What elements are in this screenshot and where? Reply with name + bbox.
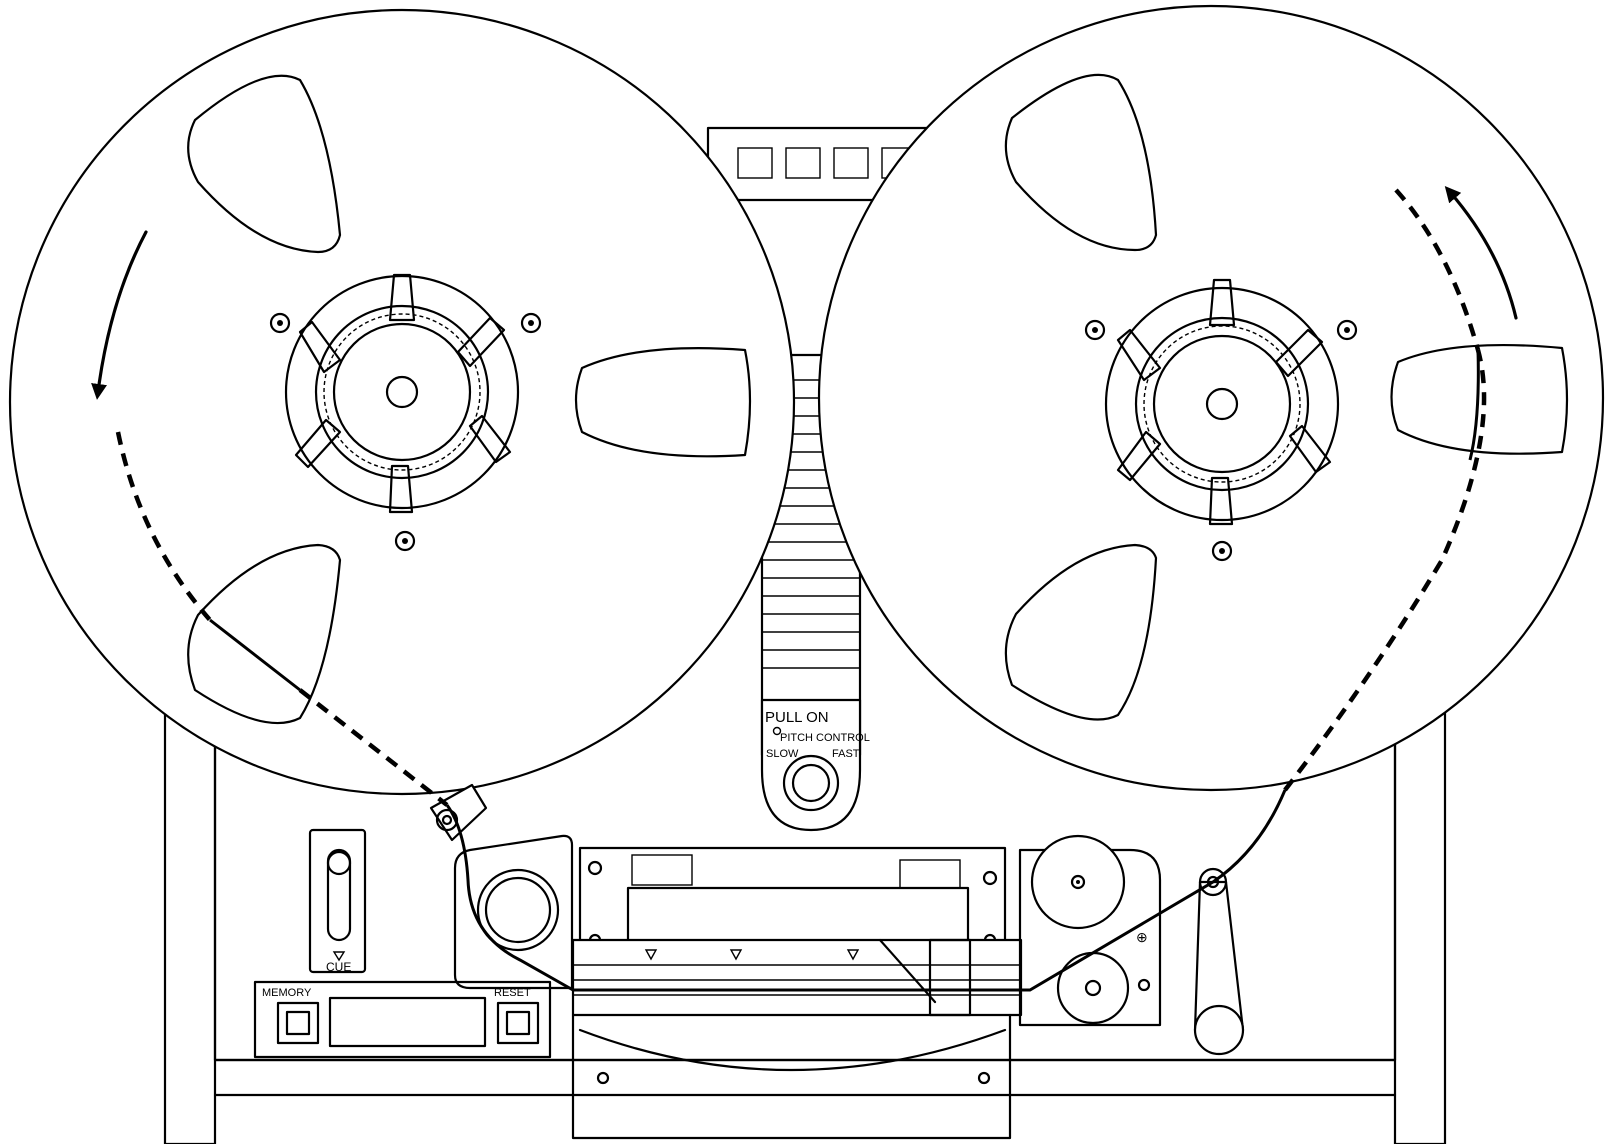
counter-display	[328, 996, 487, 1048]
takeup-reel-window-top	[1004, 73, 1158, 252]
deck-body	[163, 126, 1447, 1144]
pull-on-indicator	[772, 726, 782, 736]
takeup-tape-lead	[1212, 789, 1287, 884]
supply-tape-to-head	[445, 804, 574, 992]
takeup-reel-window-right	[1390, 343, 1569, 455]
takeup-reel-window-bottom	[1004, 543, 1158, 721]
counterclockwise-arrow-icon	[91, 230, 148, 400]
pitch-control-label: PITCH CONTROL	[780, 732, 870, 744]
supply-tape-solid	[209, 618, 301, 692]
takeup-tape-solid	[1468, 349, 1480, 461]
triangle-down-icon	[729, 949, 743, 961]
supply-tape-wind	[115, 431, 212, 622]
triangle-down-icon	[644, 949, 658, 961]
pull-on-label: PULL ON	[765, 709, 829, 726]
reset-button[interactable]	[496, 1001, 540, 1045]
capstan-assembly: ⊕	[1018, 834, 1162, 1027]
supply-tension-arm[interactable]	[429, 783, 488, 842]
tape-counter: MEMORY RESET	[253, 980, 552, 1059]
takeup-tape-outer	[1394, 188, 1481, 351]
tape-path	[115, 188, 1487, 992]
supply-reel-screw-bottom	[394, 530, 416, 552]
takeup-tension-arm[interactable]	[1193, 867, 1245, 1056]
takeup-reel-hub	[1104, 278, 1340, 526]
cue-triangle-icon	[332, 951, 346, 962]
cue-label: CUE	[326, 960, 351, 974]
takeup-reel-screw-bottom	[1211, 540, 1233, 562]
supply-reel-hub	[284, 273, 520, 514]
svg-text:⊕: ⊕	[1136, 929, 1148, 945]
pitch-slow-label: SLOW	[766, 748, 799, 760]
pitch-control-column: PULL ON PITCH CONTROL SLOW FAST	[760, 353, 870, 832]
takeup-reel-screw-right	[1336, 319, 1358, 341]
memory-label: MEMORY	[262, 987, 312, 999]
tape-across-head	[573, 880, 1214, 992]
reset-label: RESET	[494, 987, 531, 999]
takeup-reel-screw-left	[1084, 319, 1106, 341]
supply-reel-window-top	[187, 74, 342, 254]
memory-button[interactable]	[276, 1001, 320, 1045]
takeup-reel[interactable]	[817, 4, 1605, 792]
left-idler-roller	[476, 868, 560, 952]
head-cover	[571, 938, 1023, 1017]
head-lower-guard	[571, 1013, 1012, 1140]
head-block	[453, 834, 1023, 1140]
pitch-control-knob[interactable]	[782, 754, 840, 812]
clockwise-arrow-icon	[1444, 185, 1518, 320]
cue-lever[interactable]: CUE	[308, 828, 367, 974]
supply-reel-window-right	[574, 347, 752, 458]
supply-reel-screw-left	[269, 312, 291, 334]
supply-tape-lead	[298, 688, 449, 807]
capstan	[1056, 951, 1130, 1025]
pitch-fast-label: FAST	[832, 748, 860, 760]
supply-reel-window-bottom	[187, 543, 342, 725]
triangle-down-icon	[846, 949, 860, 961]
supply-reel-screw-right	[520, 312, 542, 334]
supply-reel[interactable]	[8, 8, 796, 796]
